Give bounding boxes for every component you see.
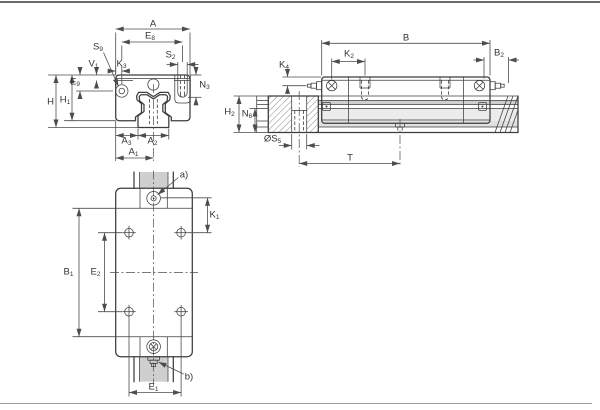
dim-label-s9: S9 (93, 41, 103, 54)
dim-label-e1: E1 (148, 380, 159, 393)
side-thread-slots (359, 77, 451, 101)
plan-bolt-holes (122, 225, 188, 319)
side-carriage (321, 76, 491, 124)
dim-label-h1: H1 (59, 94, 71, 107)
plan-rail (133, 171, 174, 383)
dim-label-v1: V1 (88, 57, 99, 70)
dim-label-n6: N6 (241, 108, 253, 121)
front-clamp-slot-s2 (174, 75, 191, 104)
plan-view-drawing (72, 170, 212, 397)
side-rail (317, 95, 519, 134)
bottom-rule (0, 403, 592, 404)
dim-label-b: B (402, 31, 410, 43)
front-dimensions (48, 26, 202, 161)
dim-label-a: A (149, 17, 157, 29)
dim-label-k3: K3 (116, 57, 127, 70)
dim-label-t: T (347, 151, 353, 163)
top-rule (0, 1, 600, 3)
dim-label-k1: K1 (209, 208, 220, 221)
front-rail (137, 84, 170, 161)
front-carriage (115, 74, 191, 122)
rail-hole-hidden (395, 119, 405, 167)
dim-label-e9: E9 (70, 75, 80, 88)
rail-section (256, 91, 319, 167)
dim-label-a1: A1 (128, 146, 139, 159)
dim-label-k2: K2 (344, 48, 354, 61)
grease-fittings (307, 80, 505, 111)
side-dimensions (233, 40, 519, 166)
dim-label-a2: A2 (147, 134, 158, 147)
dim-label-b1: B1 (63, 265, 74, 278)
side-view-drawing (233, 40, 519, 167)
dim-label-e8: E8 (145, 29, 155, 42)
dim-label-b2: B2 (494, 46, 504, 59)
front-view-drawing (48, 26, 202, 161)
note-label-a: a) (179, 169, 189, 181)
dim-label-s2: S2 (165, 49, 176, 62)
plan-lube-port-top (146, 191, 161, 206)
dim-label-e2: E2 (90, 265, 101, 278)
plan-dimensions (72, 177, 212, 397)
front-mount-hole-s9 (115, 84, 129, 98)
dim-label-h2: H2 (224, 105, 235, 118)
plan-grease-port-bottom (146, 339, 161, 367)
note-label-b: b) (184, 370, 194, 382)
dim-label-n3: N3 (199, 78, 210, 91)
dim-label-a3: A3 (121, 134, 132, 147)
dim-label-h: H (47, 95, 54, 107)
dim-label-k4: K4 (279, 58, 289, 71)
dim-label-os5: ØS5 (263, 133, 282, 146)
front-lube-port (147, 78, 160, 91)
